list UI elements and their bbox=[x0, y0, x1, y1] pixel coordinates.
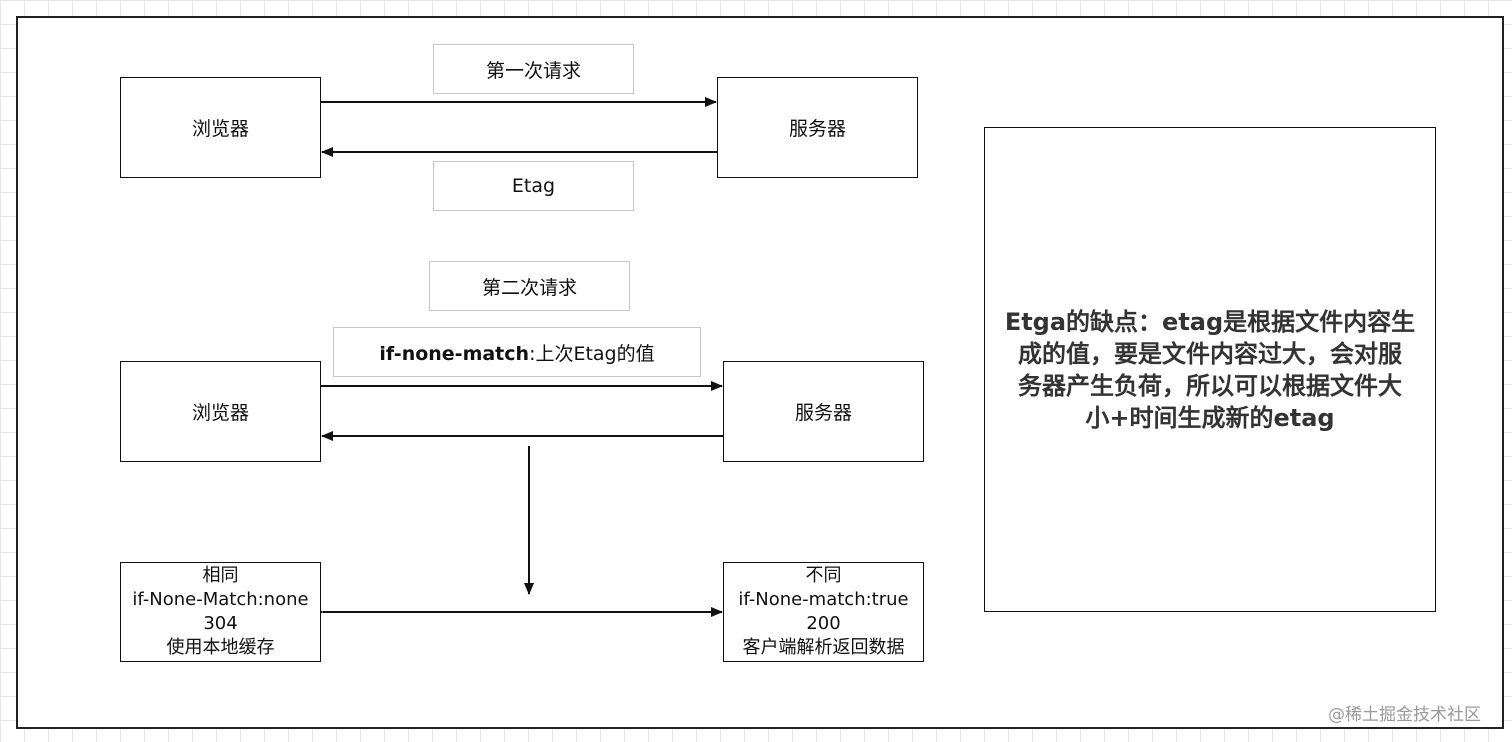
result-diff-box: 不同 if-None-match:true 200 客户端解析返回数据 bbox=[723, 562, 924, 662]
etag-response-label: Etag bbox=[433, 161, 634, 211]
result-same-status: 304 bbox=[203, 613, 238, 634]
note-line-4: 小+时间生成新的etag bbox=[1085, 403, 1335, 432]
etag-drawback-note: Etga的缺点：etag是根据文件内容生 成的值，要是文件内容过大，会对服 务器… bbox=[984, 127, 1436, 612]
if-none-match-label: if-none-match:上次Etag的值 bbox=[333, 327, 701, 377]
first-request-label: 第一次请求 bbox=[433, 44, 634, 94]
result-diff-header: if-None-match:true bbox=[738, 589, 909, 610]
header-name-text: if-none-match bbox=[379, 342, 530, 365]
result-diff-status: 200 bbox=[806, 613, 841, 634]
header-value-text: :上次Etag的值 bbox=[529, 342, 655, 365]
result-same-title: 相同 bbox=[202, 565, 239, 586]
browser-box-second: 浏览器 bbox=[120, 361, 321, 462]
server-label-top: 服务器 bbox=[788, 118, 846, 140]
result-same-header: if-None-Match:none bbox=[132, 589, 309, 610]
result-diff-action: 客户端解析返回数据 bbox=[742, 637, 905, 658]
browser-label-top: 浏览器 bbox=[191, 118, 249, 140]
first-request-text: 第一次请求 bbox=[485, 59, 581, 82]
browser-box-top: 浏览器 bbox=[120, 77, 321, 178]
note-line-3: 务器产生负荷，所以可以根据文件大 bbox=[1018, 371, 1402, 400]
server-box-second: 服务器 bbox=[723, 361, 924, 462]
note-line-1: Etga的缺点：etag是根据文件内容生 bbox=[1004, 307, 1416, 336]
server-box-top: 服务器 bbox=[717, 77, 918, 178]
note-line-2: 成的值，要是文件内容过大，会对服 bbox=[1018, 339, 1402, 368]
result-same-box: 相同 if-None-Match:none 304 使用本地缓存 bbox=[120, 562, 321, 662]
result-diff-title: 不同 bbox=[805, 565, 842, 586]
result-same-action: 使用本地缓存 bbox=[166, 637, 275, 658]
second-request-label: 第二次请求 bbox=[429, 261, 630, 311]
watermark: @稀土掘金技术社区 bbox=[1328, 700, 1504, 725]
second-request-text: 第二次请求 bbox=[481, 276, 577, 299]
server-label-second: 服务器 bbox=[794, 402, 852, 424]
etag-response-text: Etag bbox=[511, 175, 556, 197]
watermark-text: @稀土掘金技术社区 bbox=[1328, 705, 1481, 725]
browser-label-second: 浏览器 bbox=[191, 402, 249, 424]
